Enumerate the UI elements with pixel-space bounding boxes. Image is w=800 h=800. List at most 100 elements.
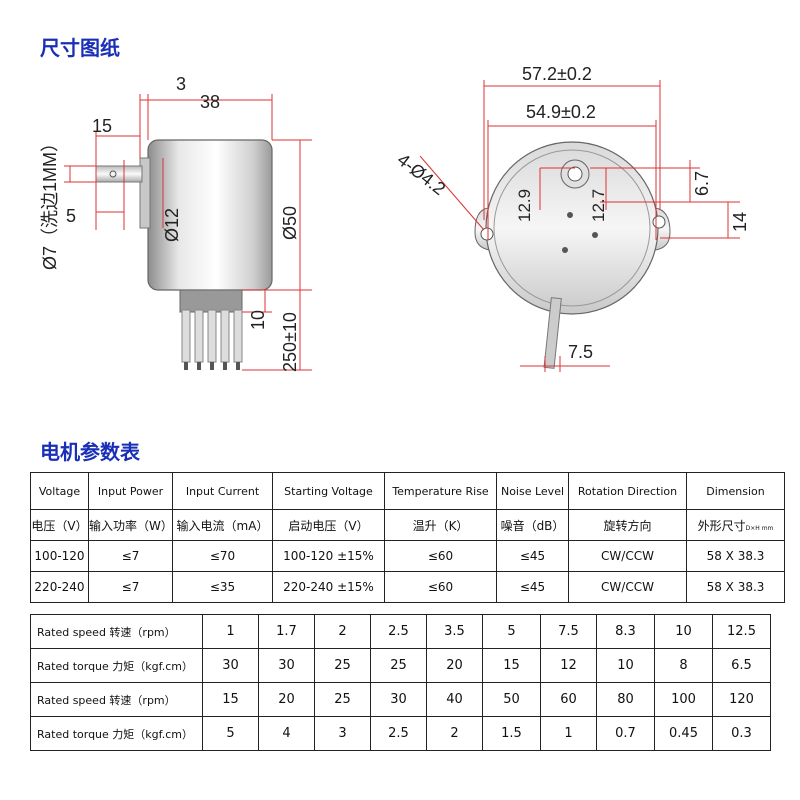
dim-54-9: 54.9±0.2	[526, 102, 596, 122]
table-cell: 2.5	[370, 716, 427, 751]
table-cell: 10	[596, 648, 655, 683]
dim-7-5: 7.5	[568, 342, 593, 362]
header-cn: 电压（V）	[30, 509, 89, 541]
table-cell: ≤70	[172, 540, 273, 572]
table-cell: 7.5	[540, 614, 597, 649]
table-cell: 20	[258, 682, 315, 717]
table-cell: 0.7	[596, 716, 655, 751]
row-label: Rated torque 力矩（kgf.cm）	[30, 716, 203, 751]
header-en: Rotation Direction	[568, 472, 687, 510]
row-label: Rated speed 转速（rpm）	[30, 614, 203, 649]
table-cell: 15	[482, 648, 541, 683]
row-label: Rated torque 力矩（kgf.cm）	[30, 648, 203, 683]
header-en: Temperature Rise	[384, 472, 497, 510]
dim-10: 10	[248, 310, 268, 330]
header-en: Starting Voltage	[272, 472, 385, 510]
dim-14: 14	[730, 212, 750, 232]
table-cell: 2.5	[370, 614, 427, 649]
output-shaft	[567, 166, 583, 182]
table-cell: 12	[540, 648, 597, 683]
row-label: Rated speed 转速（rpm）	[30, 682, 203, 717]
dim-body-diameter: Ø50	[280, 206, 300, 240]
spec-header-en: Voltage Input Power Input Current Starti…	[30, 472, 785, 510]
dim-cable-length: 250±10	[280, 312, 300, 372]
table-cell: 8	[654, 648, 713, 683]
table-cell: ≤45	[496, 540, 569, 572]
mount-hole-left	[480, 227, 494, 241]
table-cell: CW/CCW	[568, 571, 687, 603]
table-row: Rated torque 力矩（kgf.cm） 5 4 3 2.5 2 1.5 …	[30, 716, 771, 751]
header-cn: 温升（K）	[384, 509, 497, 541]
table-row: Rated torque 力矩（kgf.cm） 30 30 25 25 20 1…	[30, 648, 771, 683]
table-row: 100-120 ≤7 ≤70 100-120 ±15% ≤60 ≤45 CW/C…	[30, 540, 785, 572]
table-cell: ≤45	[496, 571, 569, 603]
table-cell: 1	[202, 614, 259, 649]
spec-table: Voltage Input Power Input Current Starti…	[30, 472, 785, 603]
table-cell: 25	[370, 648, 427, 683]
side-view: 3 38 15 Ø7（洗边1MM） 5 Ø12 Ø50 250±10 10	[40, 74, 312, 372]
table-cell: 5	[482, 614, 541, 649]
dim-15: 15	[92, 116, 112, 136]
table-cell: 60	[540, 682, 597, 717]
dimension-drawing: 3 38 15 Ø7（洗边1MM） 5 Ø12 Ø50 250±10 10	[40, 64, 750, 372]
table-cell: 80	[596, 682, 655, 717]
header-en: Input Current	[172, 472, 273, 510]
table-cell: 15	[202, 682, 259, 717]
dim-boss-diameter: Ø12	[162, 208, 182, 242]
mount-hole-right	[652, 215, 666, 229]
table-row: 220-240 ≤7 ≤35 220-240 ±15% ≤60 ≤45 CW/C…	[30, 571, 785, 603]
table-cell: 2	[314, 614, 371, 649]
header-cn: 输入电流（mA）	[172, 509, 273, 541]
table-row: Rated speed 转速（rpm） 1 1.7 2 2.5 3.5 5 7.…	[30, 614, 771, 649]
table-cell: 30	[370, 682, 427, 717]
table-cell: 58 X 38.3	[686, 571, 785, 603]
table-cell: 4	[258, 716, 315, 751]
table-cell: ≤35	[172, 571, 273, 603]
table-cell: CW/CCW	[568, 540, 687, 572]
table-cell: 20	[426, 648, 483, 683]
table-cell: 5	[202, 716, 259, 751]
table-cell: 220-240 ±15%	[272, 571, 385, 603]
table-cell: 3.5	[426, 614, 483, 649]
table-cell: 58 X 38.3	[686, 540, 785, 572]
table-cell: 25	[314, 648, 371, 683]
spec-section-title: 电机参数表	[40, 440, 140, 464]
table-cell: 25	[314, 682, 371, 717]
dim-12-7: 12.7	[589, 189, 608, 222]
shaft	[95, 165, 143, 183]
header-cn: 噪音（dB）	[496, 509, 569, 541]
header-cn: 输入功率（W）	[88, 509, 173, 541]
dimension-unit: D×H mm	[745, 524, 774, 532]
front-view: 57.2±0.2 54.9±0.2 4-Ø4.2 12.9 12.7 6.7 1…	[394, 64, 750, 372]
table-cell: 30	[258, 648, 315, 683]
table-cell: ≤60	[384, 540, 497, 572]
table-cell: 100-120 ±15%	[272, 540, 385, 572]
header-cn: 外形尺寸D×H mm	[686, 509, 785, 541]
table-cell: ≤7	[88, 571, 173, 603]
header-en: Noise Level	[496, 472, 569, 510]
dim-12-9: 12.9	[515, 189, 534, 222]
table-cell: 120	[712, 682, 771, 717]
shaft-hole	[109, 170, 117, 178]
speed-torque-table: Rated speed 转速（rpm） 1 1.7 2 2.5 3.5 5 7.…	[30, 614, 771, 751]
dim-6-7: 6.7	[692, 171, 712, 196]
cable-bundle	[179, 289, 243, 370]
dim-57-2: 57.2±0.2	[522, 64, 592, 84]
table-cell: 8.3	[596, 614, 655, 649]
table-cell: ≤60	[384, 571, 497, 603]
table-cell: 1.5	[482, 716, 541, 751]
header-en: Voltage	[30, 472, 89, 510]
table-cell: 3	[314, 716, 371, 751]
header-en: Dimension	[686, 472, 785, 510]
table-cell: 1	[540, 716, 597, 751]
table-cell: 12.5	[712, 614, 771, 649]
header-cn-dimension: 外形尺寸	[697, 518, 746, 533]
table-cell: 10	[654, 614, 713, 649]
lead-wire	[543, 297, 562, 369]
table-cell: 1.7	[258, 614, 315, 649]
table-cell: 50	[482, 682, 541, 717]
dim-38: 38	[200, 92, 220, 112]
face-rim	[493, 149, 651, 307]
table-cell: 2	[426, 716, 483, 751]
header-en: Input Power	[88, 472, 173, 510]
